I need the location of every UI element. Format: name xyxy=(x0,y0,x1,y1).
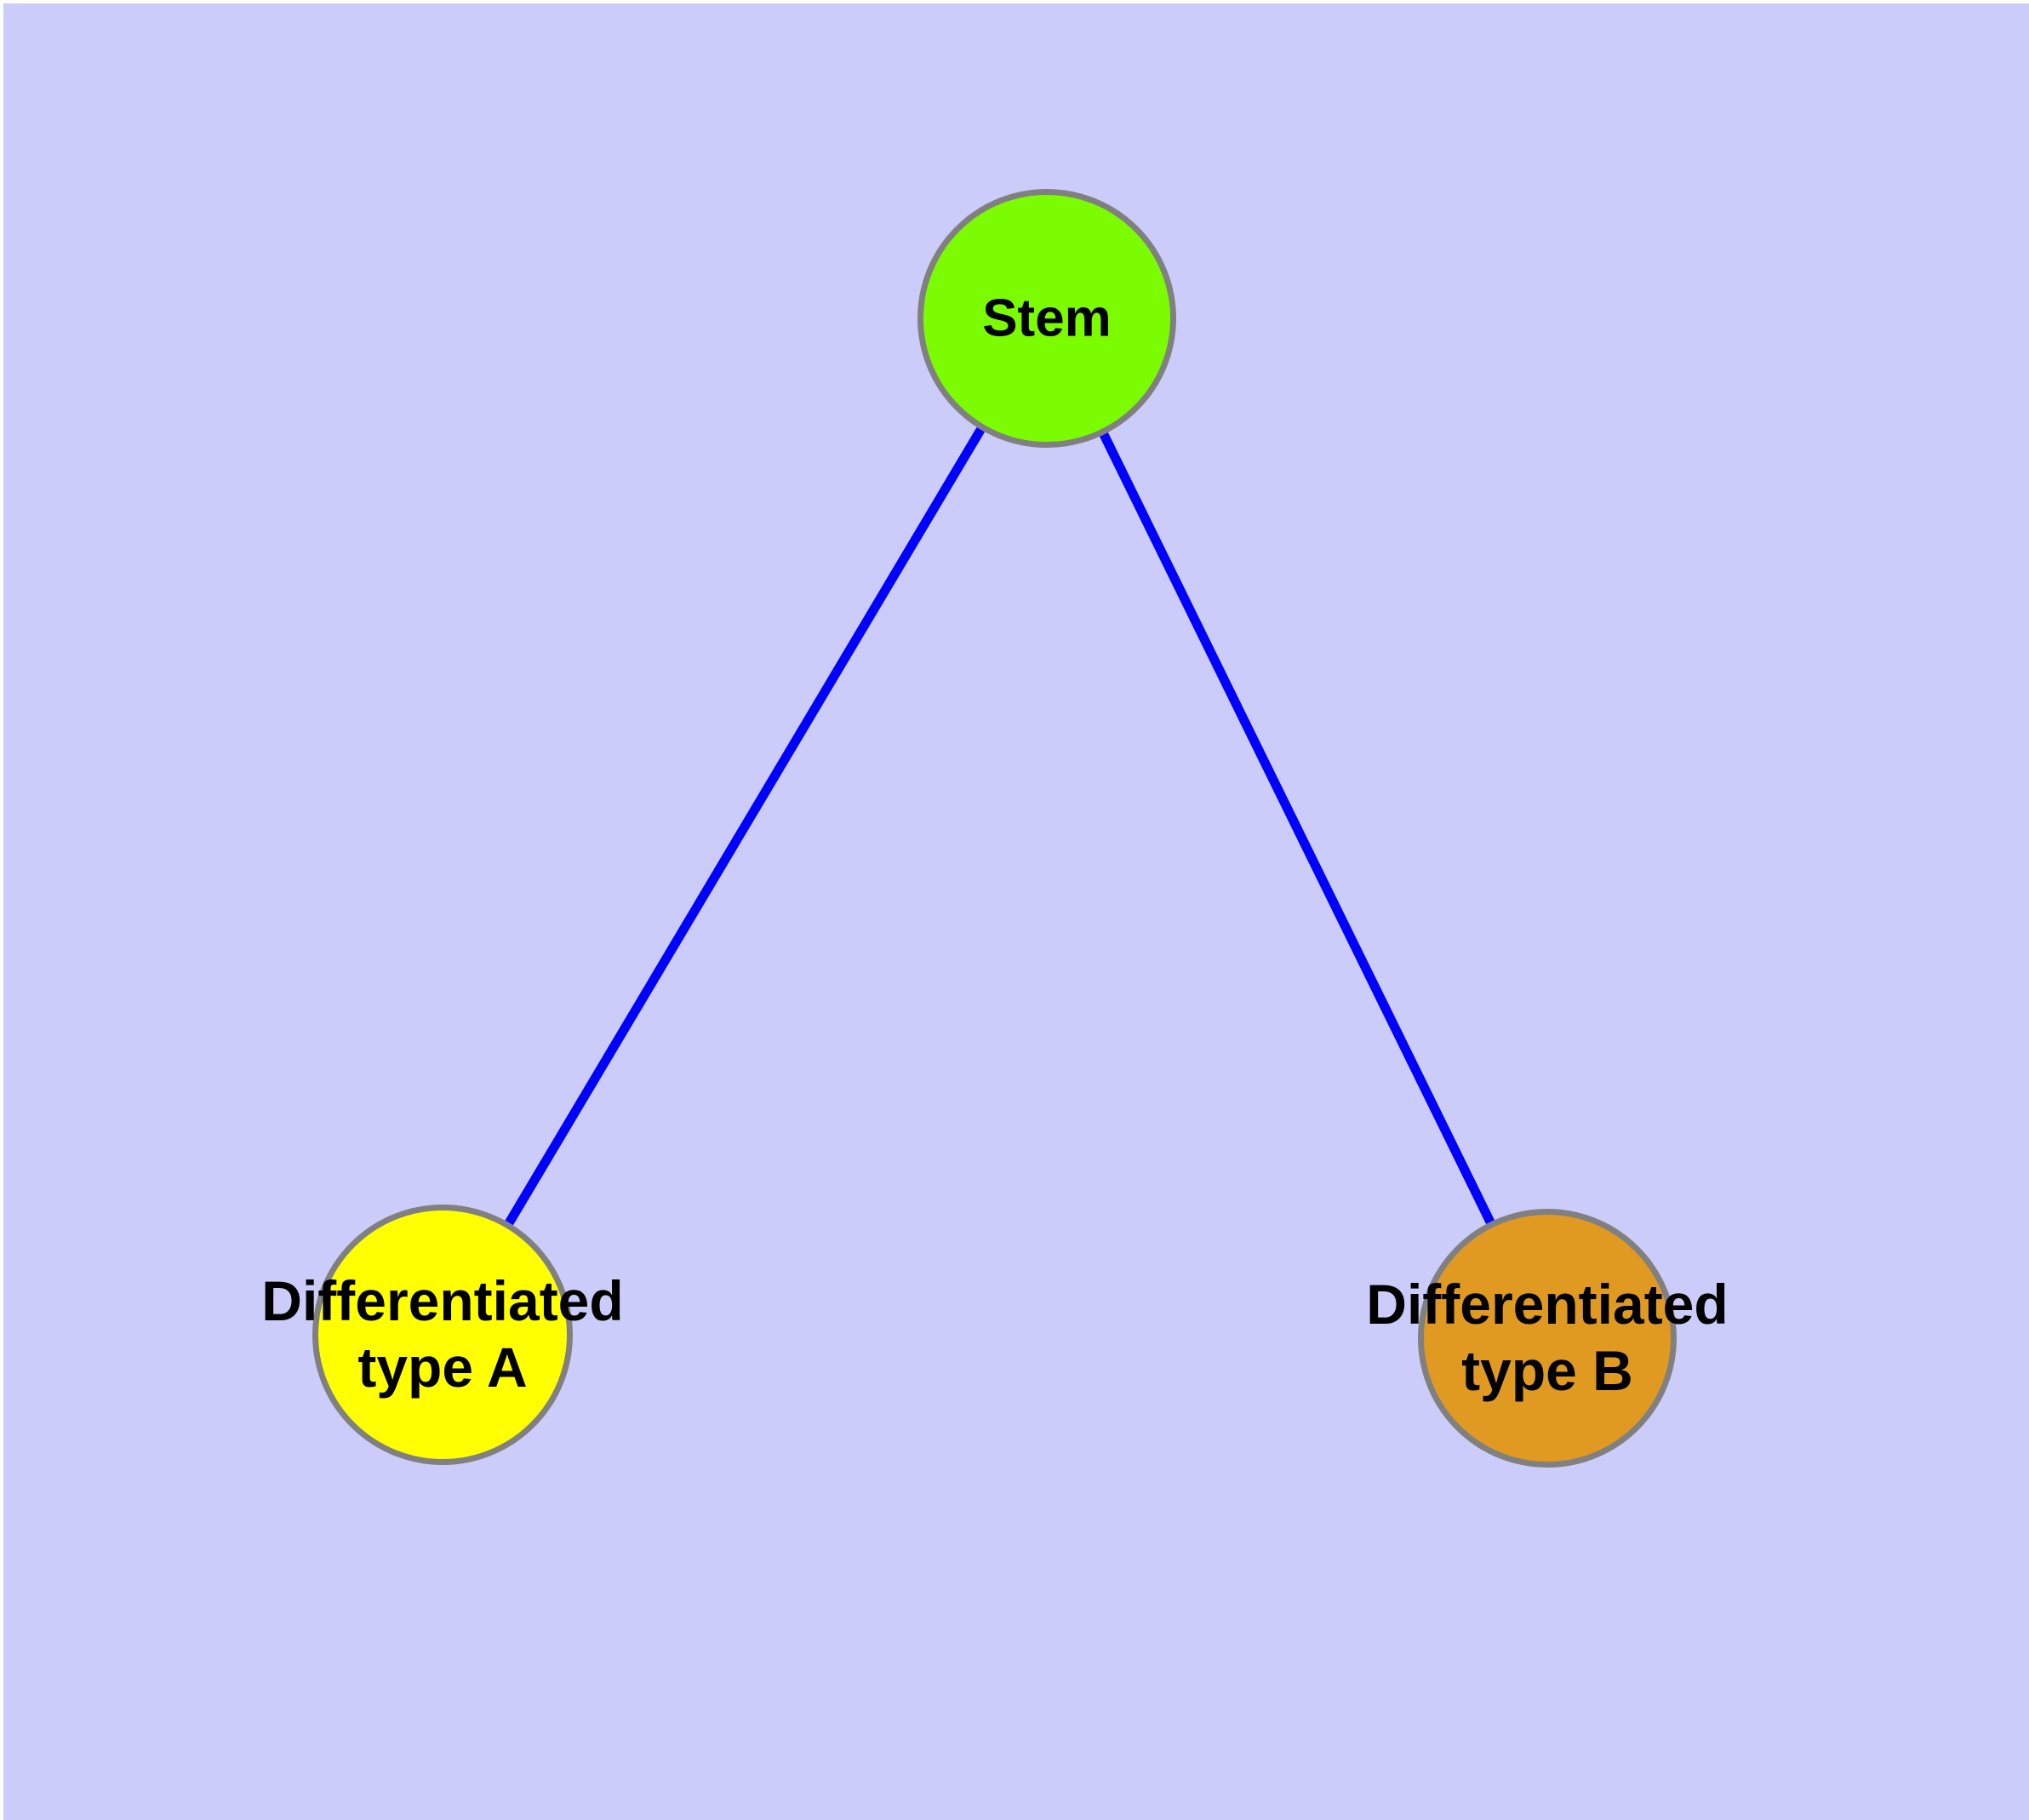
node-stem[interactable] xyxy=(917,189,1176,448)
node-differentiated-type-a[interactable] xyxy=(312,1205,573,1465)
edge-layer xyxy=(505,426,1495,1226)
node-layer: Stem Differentiated type A Differentiate… xyxy=(3,3,2029,1820)
edge-stem-to-diff-a[interactable] xyxy=(505,426,986,1226)
graph-surface: Stem Differentiated type A Differentiate… xyxy=(3,3,2029,1820)
edge-stem-to-diff-b[interactable] xyxy=(1100,432,1495,1224)
node-differentiated-type-b[interactable] xyxy=(1418,1209,1677,1468)
